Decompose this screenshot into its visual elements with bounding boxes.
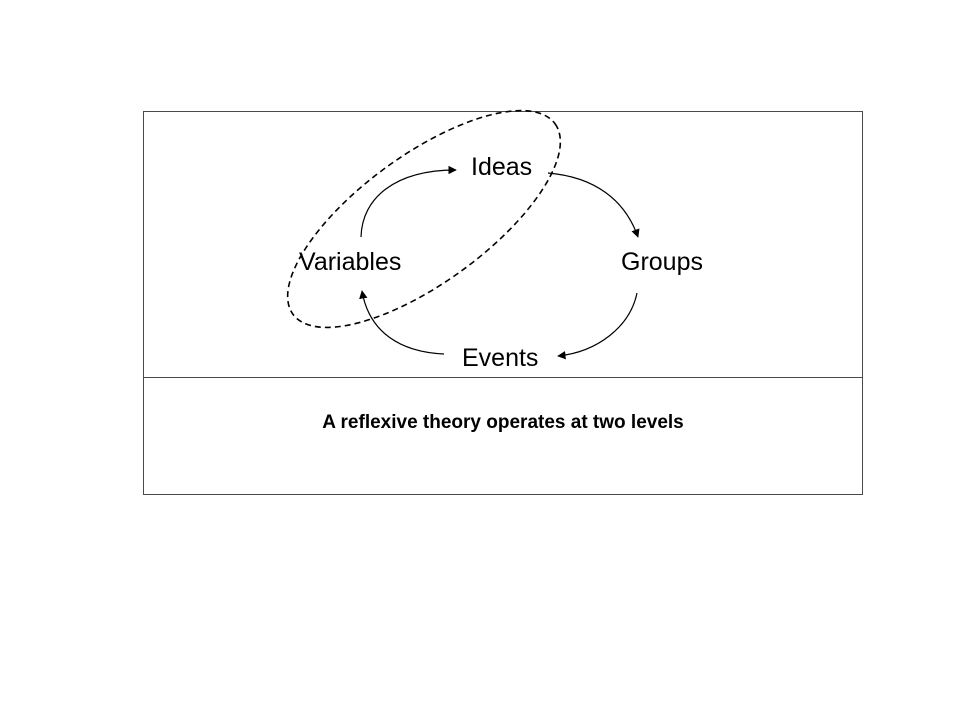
- level-boundary-ellipse: [286, 109, 562, 329]
- arrow-variables-to-ideas: [360, 165, 457, 238]
- arrow-ideas-to-groups: [547, 172, 640, 238]
- arrow-groups-to-events: [557, 292, 638, 360]
- node-ideas: Ideas: [471, 153, 532, 181]
- node-variables: Variables: [299, 248, 401, 276]
- node-groups: Groups: [621, 248, 703, 276]
- figure-frame: [143, 111, 863, 495]
- node-events: Events: [462, 344, 538, 372]
- arrow-events-to-variables: [359, 290, 445, 355]
- caption-divider: [144, 377, 862, 378]
- figure-caption: A reflexive theory operates at two level…: [322, 412, 684, 433]
